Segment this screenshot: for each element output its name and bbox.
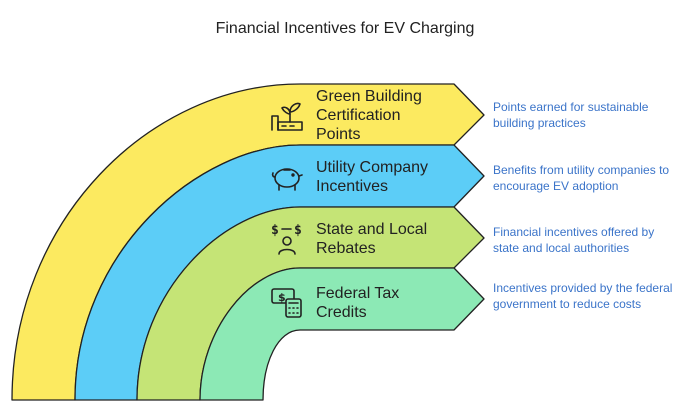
calculator-money-icon: $ (270, 285, 304, 319)
factory-plant-icon (270, 98, 304, 132)
band-description-utility-company: Benefits from utility companies to encou… (493, 163, 670, 193)
band-description-green-building: Points earned for sustainable building p… (493, 100, 649, 130)
band-label-state-local: State and Local Rebates (316, 221, 428, 257)
band-label-green-building: Green Building Certification Points (316, 88, 422, 143)
band-description-state-local: Financial incentives offered by state an… (493, 225, 655, 255)
band-description-federal-tax: Incentives provided by the federal gover… (493, 281, 673, 311)
svg-text:$: $ (271, 223, 279, 238)
money-exchange-person-icon: $ $ (270, 222, 304, 256)
band-federal-tax (199, 267, 485, 401)
piggy-bank-icon (270, 160, 304, 194)
svg-text:$: $ (278, 291, 286, 304)
band-label-federal-tax: Federal Tax Credits (316, 285, 400, 321)
band-label-utility-company: Utility Company Incentives (316, 159, 429, 195)
svg-text:$: $ (294, 223, 302, 238)
diagram-title: Financial Incentives for EV Charging (215, 20, 475, 37)
